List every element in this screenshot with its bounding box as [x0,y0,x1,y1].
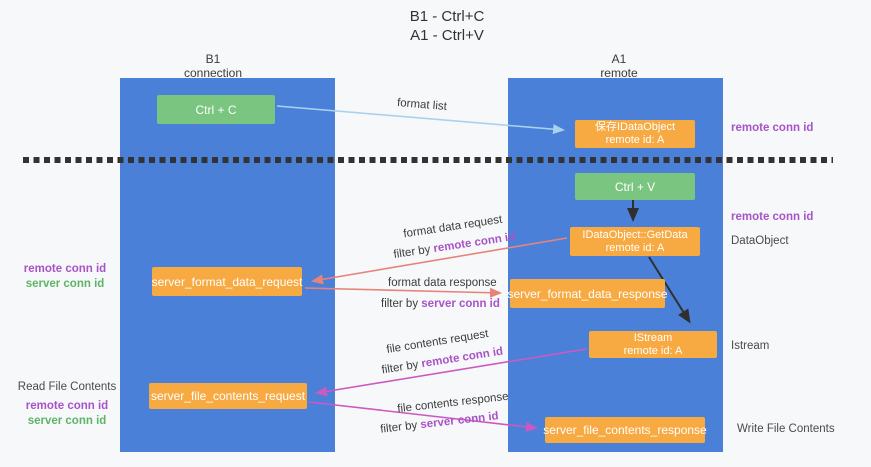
flow-label-filter-server-1: filter by server conn id [381,298,500,310]
node-server-file-contents-request: server_file_contents_request [149,383,307,409]
title-line-1: B1 - Ctrl+C [409,8,485,25]
remote-conn-id-text: remote conn id [420,345,504,371]
istream-label: Istream [731,340,770,352]
server-conn-id-text: server conn id [421,298,500,310]
left-server-conn-id-lower: server conn id [27,415,107,427]
lane-right-title: A1 [611,52,627,66]
node-ctrl-v: Ctrl + V [575,173,695,200]
right-remote-conn-id-mid: remote conn id [731,211,814,223]
node-saved-idataobject-line2: remote id: A [605,134,665,146]
lane-left-title: B1 [205,52,221,66]
flow-label-format-data-response: format data response [388,277,497,289]
node-format-response-label: server_format_data_response [507,286,668,301]
node-saved-idataobject-line1: 保存IDataObject [594,121,676,133]
right-remote-conn-id-top: remote conn id [731,122,814,134]
flow-label-format-list: format list [396,97,448,113]
node-ctrl-v-label: Ctrl + V [614,179,656,194]
node-server-format-data-response: server_format_data_response [507,279,668,308]
node-istream-line2: remote id: A [623,344,683,357]
left-remote-conn-id-lower: remote conn id [25,400,109,412]
server-conn-id-text: server conn id [419,410,500,432]
left-server-conn-id-upper: server conn id [25,278,105,290]
filter-by-text: filter by [379,419,418,436]
title-line-2: A1 - Ctrl+V [410,27,484,44]
node-getdata-line1: IDataObject::GetData [582,228,688,241]
node-ctrl-c-label: Ctrl + C [195,102,237,117]
node-getdata-line2: remote id: A [605,241,665,254]
lane-header-b1-connection: B1 connection [153,52,273,80]
filter-by-text: filter by [380,358,420,377]
lane-left-subtitle: connection [183,66,243,80]
node-istream: IStream remote id: A [589,331,717,358]
filter-by-text: filter by [392,243,432,262]
left-labels-lower: Read File Contents remote conn id server… [12,380,122,429]
write-file-contents-label: Write File Contents [737,423,835,435]
diagram-title: B1 - Ctrl+C A1 - Ctrl+V [357,7,537,45]
node-file-response-label: server_file_contents_response [543,423,707,437]
node-server-format-data-request: server_format_data_request [152,267,302,296]
filter-by-text: filter by [381,298,419,310]
read-file-contents-label: Read File Contents [17,381,117,393]
left-conn-id-labels-upper: remote conn id server conn id [15,262,115,292]
dataobject-label: DataObject [731,235,789,247]
node-file-request-label: server_file_contents_request [150,389,306,403]
left-remote-conn-id-upper: remote conn id [23,263,107,275]
node-idataobject-getdata: IDataObject::GetData remote id: A [570,227,700,256]
node-ctrl-c: Ctrl + C [157,95,275,124]
node-format-request-label: server_format_data_request [151,274,303,289]
node-istream-line1: IStream [633,331,673,344]
node-saved-idataobject: 保存IDataObject remote id: A [575,120,695,148]
remote-conn-id-text: remote conn id [432,230,516,256]
lane-header-a1-remote: A1 remote [559,52,679,80]
lane-right-subtitle: remote [600,66,638,80]
node-server-file-contents-response: server_file_contents_response [543,417,707,443]
